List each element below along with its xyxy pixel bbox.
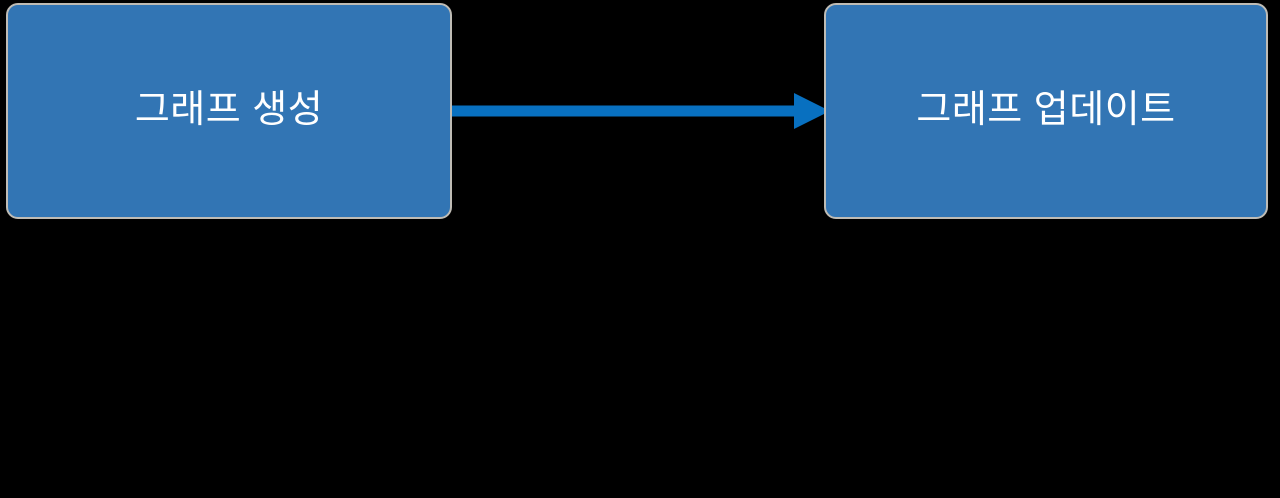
arrow-head-icon — [794, 93, 830, 129]
node-graph-update-label: 그래프 업데이트 — [916, 89, 1176, 132]
node-graph-create[interactable]: 그래프 생성 — [6, 3, 452, 219]
edge-create-to-update[interactable] — [446, 84, 830, 138]
node-graph-update[interactable]: 그래프 업데이트 — [824, 3, 1268, 219]
node-graph-create-label: 그래프 생성 — [134, 89, 324, 132]
